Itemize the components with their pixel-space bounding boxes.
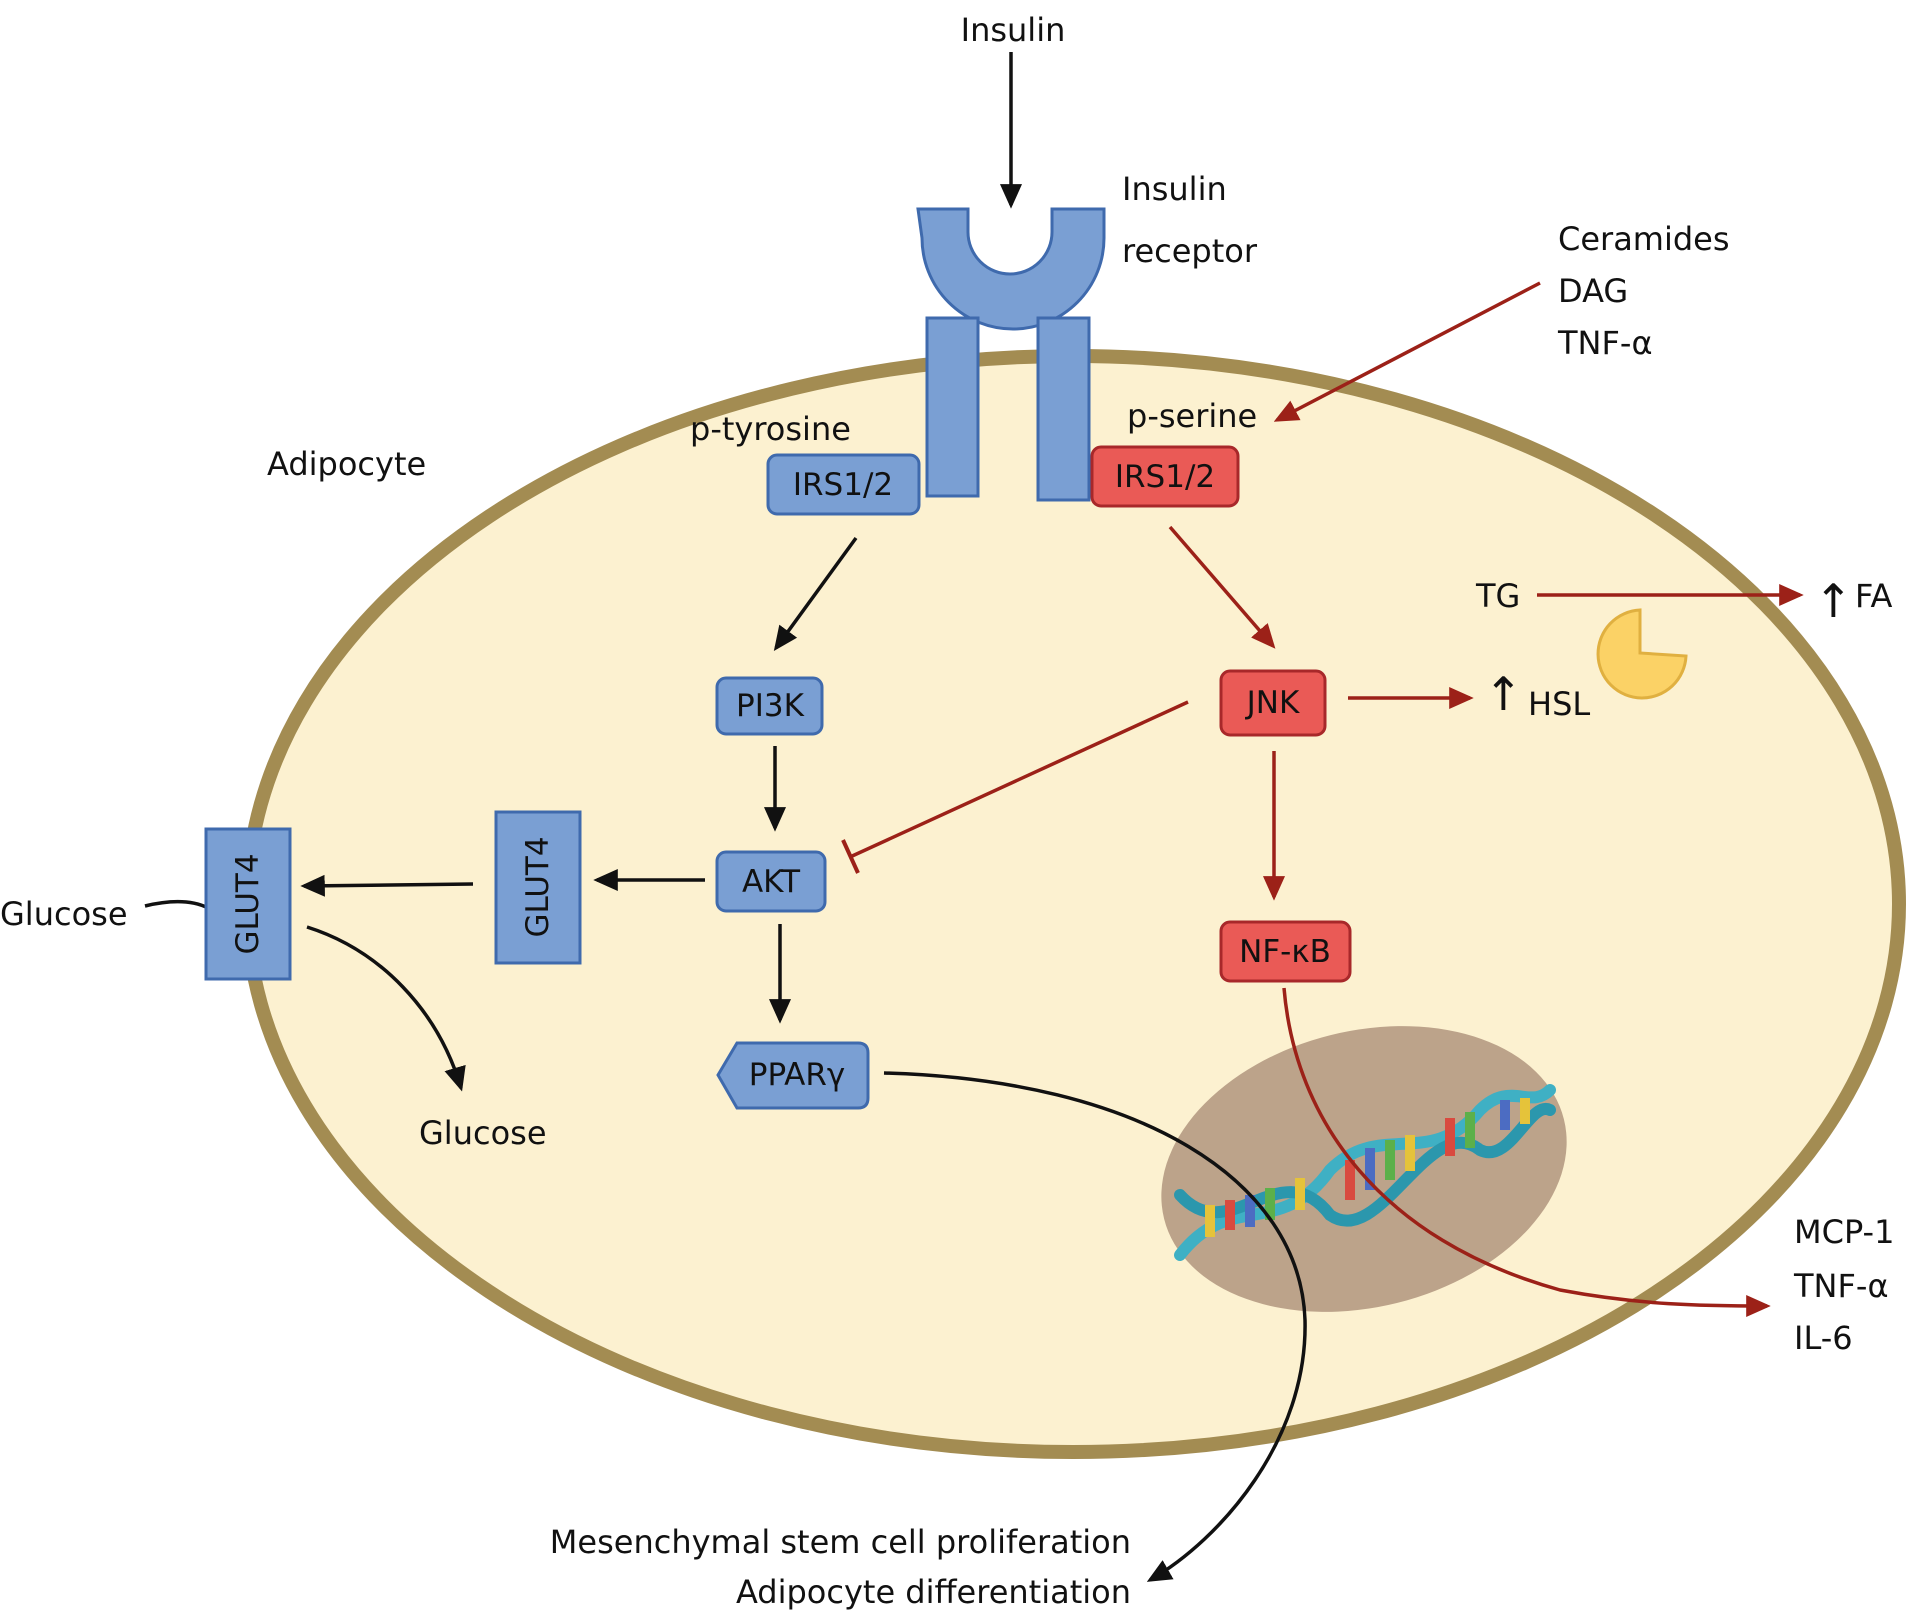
svg-text:PPARγ: PPARγ — [749, 1057, 846, 1093]
glut4-inner-node: GLUT4 — [494, 810, 582, 965]
glucose-release-arrow — [306, 925, 466, 1092]
pi3k-node: PI3K — [715, 676, 824, 736]
hsl-label: HSL — [1528, 685, 1590, 723]
cytokine-label-tnf: TNF-α — [1793, 1267, 1889, 1305]
stress-label-tnf: TNF-α — [1557, 324, 1653, 362]
svg-text:IRS1/2: IRS1/2 — [1115, 459, 1215, 495]
ppar-node: PPARγ — [716, 1041, 870, 1110]
svg-text:IRS1/2: IRS1/2 — [793, 467, 893, 503]
irs-blue-node: IRS1/2 — [766, 453, 921, 516]
irs-red-node: IRS1/2 — [1090, 445, 1240, 508]
stress-label-dag: DAG — [1558, 272, 1628, 310]
tg-label: TG — [1475, 577, 1520, 615]
fa-label: FA — [1855, 577, 1892, 615]
stress-arrow — [1273, 281, 1541, 422]
nucleus — [1161, 1026, 1567, 1312]
glucose-entry-line — [144, 899, 209, 910]
fa-up-arrow-icon: ↑ — [1814, 574, 1853, 628]
cytokine-label-mcp1: MCP-1 — [1794, 1213, 1894, 1251]
insulin-label: Insulin — [961, 11, 1066, 49]
svg-text:GLUT4: GLUT4 — [520, 836, 556, 937]
glucose-outside-label: Glucose — [0, 895, 128, 933]
outcome-label-proliferation: Mesenchymal stem cell proliferation — [550, 1523, 1131, 1561]
insulin-receptor-label-line2: receptor — [1122, 232, 1258, 270]
p-serine-label: p-serine — [1127, 397, 1257, 435]
hsl-enzyme-icon — [1596, 608, 1688, 700]
akt-node: AKT — [715, 850, 827, 913]
dna-helix-icon — [1174, 1084, 1556, 1261]
svg-text:AKT: AKT — [742, 864, 801, 900]
outcome-label-differentiation: Adipocyte differentiation — [736, 1573, 1131, 1611]
cytokine-label-il6: IL-6 — [1794, 1319, 1853, 1357]
svg-text:PI3K: PI3K — [736, 688, 805, 724]
nfkb-to-cytokines-arrow — [1282, 987, 1771, 1318]
svg-text:JNK: JNK — [1245, 685, 1300, 721]
insulin-receptor — [916, 207, 1106, 502]
hsl-up-arrow-icon: ↑ — [1484, 667, 1523, 721]
jnk-inhibits-akt — [841, 700, 1189, 874]
glut4-to-membrane-arrow — [300, 874, 474, 897]
irs-to-pi3k-arrow — [773, 536, 858, 651]
svg-text:GLUT4: GLUT4 — [230, 853, 266, 954]
jnk-node: JNK — [1219, 669, 1327, 737]
glut4-membrane-node: GLUT4 — [204, 827, 292, 981]
ppar-to-outcome-arrow — [883, 1071, 1307, 1582]
nfkb-node: NF-κB — [1219, 920, 1352, 983]
glucose-inside-label: Glucose — [419, 1114, 547, 1152]
insulin-receptor-label-line1: Insulin — [1122, 170, 1227, 208]
stress-label-ceramides: Ceramides — [1558, 220, 1730, 258]
svg-text:NF-κB: NF-κB — [1239, 934, 1331, 970]
p-tyrosine-label: p-tyrosine — [690, 410, 851, 448]
irs-to-jnk-arrow — [1168, 525, 1276, 649]
adipocyte-label: Adipocyte — [267, 445, 426, 483]
